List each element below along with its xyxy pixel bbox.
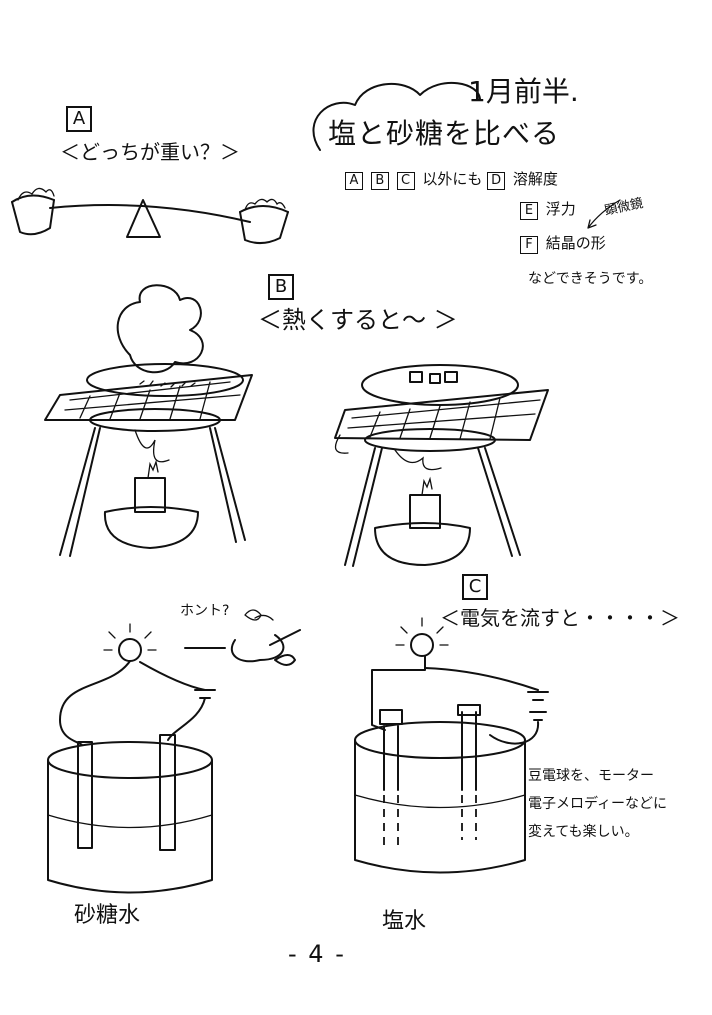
microscope-arrow-icon — [587, 199, 621, 229]
note-line-1-item: 溶解度 — [512, 170, 558, 188]
label-c-small: C — [396, 172, 415, 190]
section-c-caption: ＜電気を流すと・・・・＞ — [440, 606, 680, 630]
right-beaker-label: 塩水 — [382, 909, 427, 934]
balance-scale-drawing — [11, 187, 289, 244]
heating-setup-left — [44, 284, 253, 557]
side-note-line-1: 豆電球を、モーター — [528, 768, 654, 784]
section-b-label: B — [268, 274, 294, 300]
section-b-caption: ＜熱くすると〜 ＞ — [258, 306, 458, 334]
date-label: 1月前半. — [468, 75, 579, 108]
title-cloud-outline — [312, 81, 481, 151]
page-number: - 4 - — [288, 940, 346, 968]
page-title: 塩と砂糖を比べる — [328, 117, 561, 150]
side-note-line-2: 電子メロディーなどに — [528, 796, 668, 812]
section-a-caption: ＜どっちが重い？＞ — [60, 140, 240, 164]
note-e-item: 浮力 — [545, 200, 576, 218]
label-a-small: A — [345, 172, 363, 190]
section-c-label: C — [462, 574, 488, 600]
label-b-small: B — [370, 172, 389, 190]
note-line-1-suffix: 以外にも — [422, 170, 483, 188]
label-f-small: F — [520, 236, 538, 254]
note-line-e: E 浮力 — [520, 198, 576, 220]
side-note-line-3: 変えても楽しい。 — [528, 824, 639, 840]
label-e-small: E — [520, 202, 538, 220]
section-a-label: A — [66, 106, 92, 132]
note-line-f: F 結晶の形 — [520, 232, 606, 254]
circuit-right — [354, 617, 549, 874]
left-beaker-label: 砂糖水 — [74, 903, 141, 928]
circuit-left — [47, 609, 301, 894]
heating-setup-right — [334, 364, 549, 567]
side-note: 豆電球を、モーター 電子メロディーなどに 変えても楽しい。 — [528, 762, 667, 846]
note-line-1: A B C 以外にも D 溶解度 — [345, 168, 558, 190]
note-f-item: 結晶の形 — [545, 234, 606, 252]
speech-bubble-text: ホント? — [180, 603, 230, 619]
label-d-small: D — [487, 172, 506, 190]
note-closing: などできそうです。 — [528, 271, 653, 287]
